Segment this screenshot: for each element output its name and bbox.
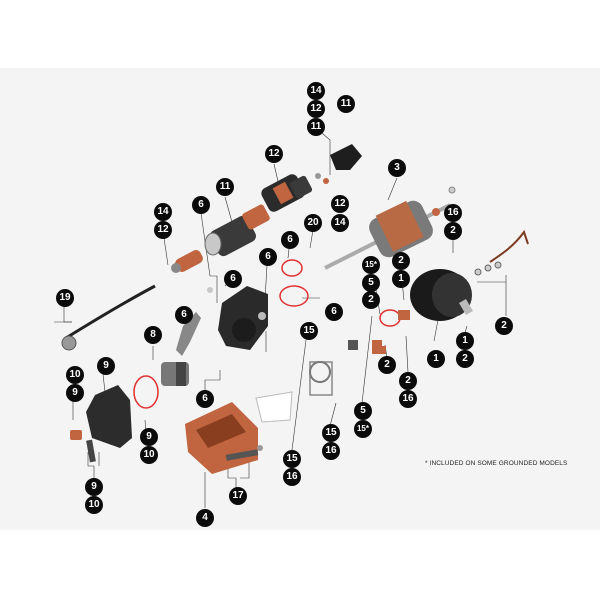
solenoid-cap [330,144,362,170]
callout-6: 6 [224,270,242,288]
callout-2: 2 [399,372,417,390]
callout-6: 6 [196,390,214,408]
callout-15-star: 15* [362,256,380,274]
callout-15-star: 15* [354,420,372,438]
callout-20: 20 [304,214,322,232]
small-plunger [171,250,203,273]
callout-9: 9 [66,384,84,402]
callout-6: 6 [259,248,277,266]
callout-17: 17 [229,487,247,505]
drive-housing [207,286,268,350]
callout-14: 14 [331,214,349,232]
callout-9: 9 [97,357,115,375]
shift-lever [176,312,201,356]
callout-16: 16 [322,442,340,460]
callout-12: 12 [265,145,283,163]
callout-1: 1 [456,332,474,350]
callout-2: 2 [495,317,513,335]
callout-16: 16 [444,204,462,222]
armature [324,186,456,270]
callout-12: 12 [331,195,349,213]
callout-16: 16 [399,390,417,408]
footnote: * INCLUDED ON SOME GROUNDED MODELS [425,460,568,467]
callout-14: 14 [154,203,172,221]
callout-5: 5 [354,402,372,420]
callout-9: 9 [85,478,103,496]
nose-housing [70,385,132,463]
callout-6: 6 [192,196,210,214]
cable [61,284,156,351]
callout-11: 11 [337,95,355,113]
callout-15: 15 [322,424,340,442]
o-rings [133,259,401,409]
callout-14: 14 [307,82,325,100]
callout-2: 2 [378,356,396,374]
callout-3: 3 [388,159,406,177]
callout-2: 2 [456,350,474,368]
callout-11: 11 [216,178,234,196]
callout-6: 6 [281,231,299,249]
callout-2: 2 [392,252,410,270]
callout-6: 6 [325,303,343,321]
callout-12: 12 [307,100,325,118]
insulator-sleeve [255,391,293,423]
solenoid [204,204,270,257]
wire-harness [459,229,529,316]
callout-15: 15 [300,322,318,340]
callout-2: 2 [362,291,380,309]
callout-12: 12 [154,221,172,239]
pinion [161,362,189,386]
callout-5: 5 [362,274,380,292]
callout-10: 10 [66,366,84,384]
callout-9: 9 [140,428,158,446]
callout-11: 11 [307,118,325,136]
callout-16: 16 [283,468,301,486]
brush-holder [309,340,386,396]
callout-1: 1 [427,350,445,368]
callout-10: 10 [140,446,158,464]
callout-1: 1 [392,270,410,288]
brushes [372,310,410,348]
callout-6: 6 [175,306,193,324]
plunger-assembly [261,173,329,212]
callout-2: 2 [444,222,462,240]
callout-8: 8 [144,326,162,344]
callout-10: 10 [85,496,103,514]
field-coils [185,402,258,474]
callout-4: 4 [196,509,214,527]
field-frame [410,269,472,321]
bolts [225,445,263,461]
diagram-background [0,68,600,530]
callout-19: 19 [56,289,74,307]
callout-15: 15 [283,450,301,468]
